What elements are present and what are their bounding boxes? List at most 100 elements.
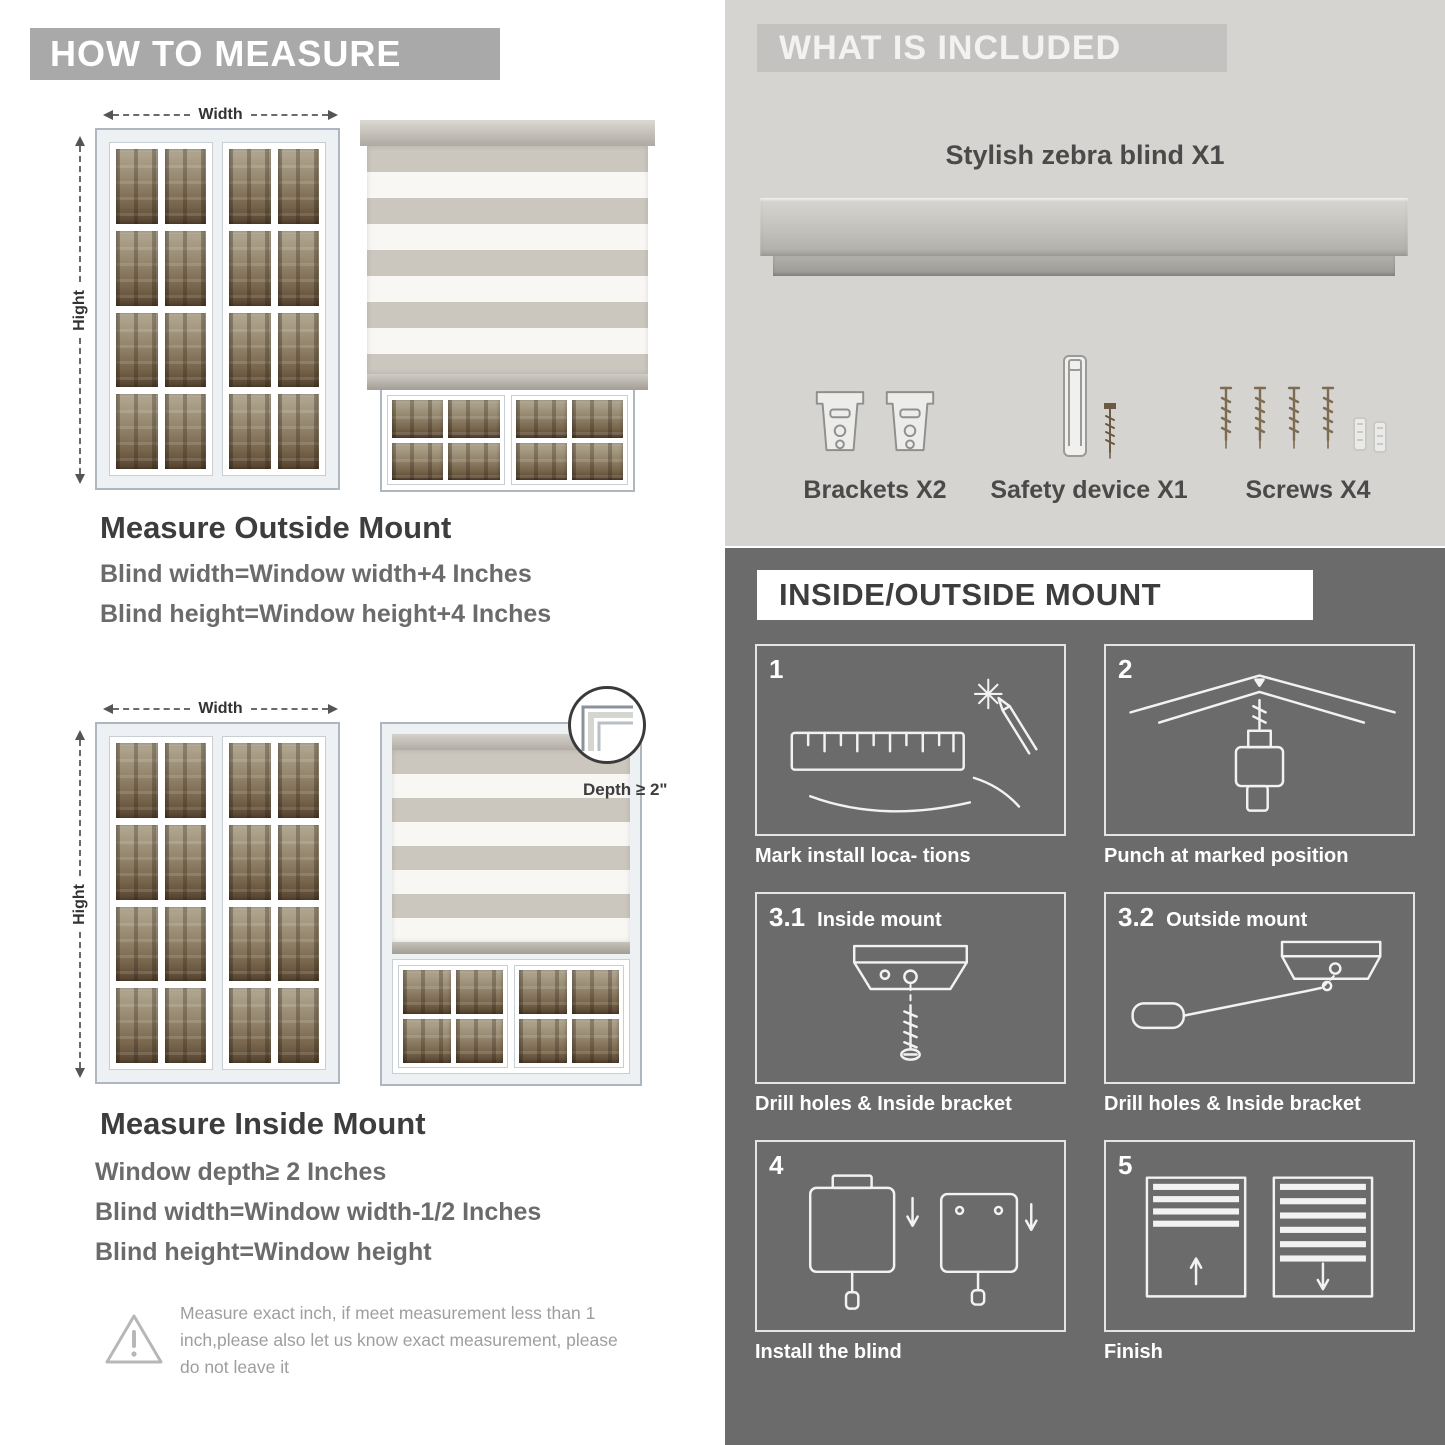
arrowhead-down-icon bbox=[75, 1068, 85, 1078]
window-pane bbox=[277, 988, 319, 1063]
step-3-2-caption: Drill holes & Inside bracket bbox=[1104, 1093, 1361, 1115]
step-5: 5 bbox=[1104, 1140, 1415, 1364]
window-illustration-outside bbox=[95, 128, 340, 490]
arrowhead-up-icon bbox=[75, 136, 85, 146]
step-1: 1 Mark install loca- bbox=[755, 644, 1066, 868]
window-pane bbox=[455, 970, 503, 1014]
window-pane bbox=[277, 906, 319, 982]
step-2: 2 bbox=[1104, 644, 1415, 868]
arrowhead-left-icon bbox=[103, 704, 113, 714]
window-pane bbox=[571, 442, 623, 480]
bracket-icon bbox=[815, 391, 865, 452]
window-pane bbox=[277, 824, 319, 900]
outside-bracket-illustration bbox=[1131, 940, 1382, 1030]
window-pane bbox=[515, 442, 567, 480]
height-label: Hight bbox=[71, 289, 88, 331]
inside-bracket-illustration bbox=[852, 944, 969, 1061]
window-below-blind bbox=[392, 959, 630, 1074]
arrowhead-right-icon bbox=[328, 704, 338, 714]
width-arrow: Width bbox=[103, 106, 338, 124]
included-item-screws: Screws X4 bbox=[1203, 330, 1413, 505]
window-pane bbox=[116, 824, 158, 900]
window-pane bbox=[277, 149, 319, 224]
step-3-2-title: Outside mount bbox=[1166, 909, 1308, 931]
window-sash bbox=[398, 965, 508, 1068]
how-to-measure-header: HOW TO MEASURE bbox=[30, 28, 500, 80]
window-pane bbox=[229, 394, 271, 469]
window-pane bbox=[164, 230, 206, 306]
window-pane bbox=[116, 988, 158, 1063]
window-pane bbox=[519, 970, 567, 1014]
depth-zoom-circle bbox=[568, 686, 646, 764]
what-is-included-section: WHAT IS INCLUDED Stylish zebra blind X1 bbox=[725, 0, 1445, 546]
inside-mount-blind-illustration bbox=[380, 722, 642, 1086]
screw-icon bbox=[1104, 403, 1116, 459]
inside-mount-line-1: Window depth≥ 2 Inches bbox=[95, 1158, 387, 1186]
window-pane bbox=[164, 149, 206, 224]
window-pane bbox=[403, 970, 451, 1014]
brackets-label: Brackets X2 bbox=[803, 476, 947, 504]
window-pane bbox=[164, 988, 206, 1063]
window-pane bbox=[164, 824, 206, 900]
window-pane bbox=[116, 743, 158, 818]
included-item-safety-device: Safety device X1 bbox=[983, 330, 1195, 505]
window-pane bbox=[116, 394, 158, 469]
step-3-1-caption: Drill holes & Inside bracket bbox=[755, 1093, 1012, 1115]
width-arrow: Width bbox=[103, 700, 338, 718]
blind-headrail bbox=[360, 120, 655, 146]
step-2-number: 2 bbox=[1118, 654, 1133, 684]
window-sash bbox=[222, 142, 326, 476]
step-4-caption: Install the blind bbox=[755, 1341, 902, 1363]
window-pane bbox=[116, 149, 158, 224]
window-pane bbox=[229, 149, 271, 224]
window-sash bbox=[510, 395, 628, 485]
window-illustration-inside bbox=[95, 722, 340, 1084]
step-3-2: 3.2 Outside mount bbox=[1104, 892, 1415, 1116]
height-arrow: Hight bbox=[70, 136, 90, 484]
window-pane bbox=[116, 230, 158, 306]
blind-bottom-rail bbox=[367, 374, 648, 390]
window-pane bbox=[277, 230, 319, 306]
step-1-caption: Mark install loca- tions bbox=[755, 845, 971, 867]
inside-mount-title: Measure Inside Mount bbox=[100, 1106, 426, 1141]
window-pane bbox=[277, 743, 319, 818]
mark-locations-illustration bbox=[790, 678, 1038, 813]
window-corner-detail-icon bbox=[581, 705, 633, 751]
window-sash bbox=[109, 142, 213, 476]
arrowhead-up-icon bbox=[75, 730, 85, 740]
drill-position-illustration bbox=[1129, 674, 1396, 812]
window-pane bbox=[164, 743, 206, 818]
window-pane bbox=[571, 400, 623, 438]
window-pane bbox=[448, 400, 500, 438]
window-pane bbox=[164, 906, 206, 982]
included-items-row: Brackets X2 bbox=[725, 330, 1445, 510]
window-sash bbox=[514, 965, 624, 1068]
window-sash bbox=[387, 395, 505, 485]
safety-device-label: Safety device X1 bbox=[990, 476, 1188, 504]
inside-mount-line-2: Blind width=Window width-1/2 Inches bbox=[95, 1198, 542, 1226]
bracket-icon bbox=[885, 391, 935, 452]
step-3-2-number: 3.2 bbox=[1118, 902, 1155, 932]
window-pane bbox=[392, 400, 444, 438]
depth-requirement-label: Depth ≥ 2" bbox=[583, 780, 668, 799]
zebra-blind-headrail-illustration bbox=[760, 198, 1408, 276]
mount-section-header: INSIDE/OUTSIDE MOUNT bbox=[757, 570, 1313, 620]
mount-steps-grid: 1 Mark install loca- bbox=[755, 644, 1415, 1364]
window-pane bbox=[116, 312, 158, 388]
what-is-included-header: WHAT IS INCLUDED bbox=[757, 24, 1227, 72]
safety-device-icon bbox=[1063, 355, 1087, 457]
step-3-1: 3.1 Inside mount bbox=[755, 892, 1066, 1116]
window-pane bbox=[229, 824, 271, 900]
window-pane bbox=[229, 906, 271, 982]
window-pane bbox=[571, 1019, 619, 1063]
product-name: Stylish zebra blind X1 bbox=[945, 140, 1225, 170]
window-pane bbox=[403, 1019, 451, 1063]
inside-mount-line-3: Blind height=Window height bbox=[95, 1238, 432, 1266]
window-pane bbox=[277, 394, 319, 469]
window-pane bbox=[515, 400, 567, 438]
window-sash bbox=[109, 736, 213, 1070]
step-1-number: 1 bbox=[769, 654, 784, 684]
window-pane bbox=[229, 988, 271, 1063]
arrowhead-down-icon bbox=[75, 474, 85, 484]
